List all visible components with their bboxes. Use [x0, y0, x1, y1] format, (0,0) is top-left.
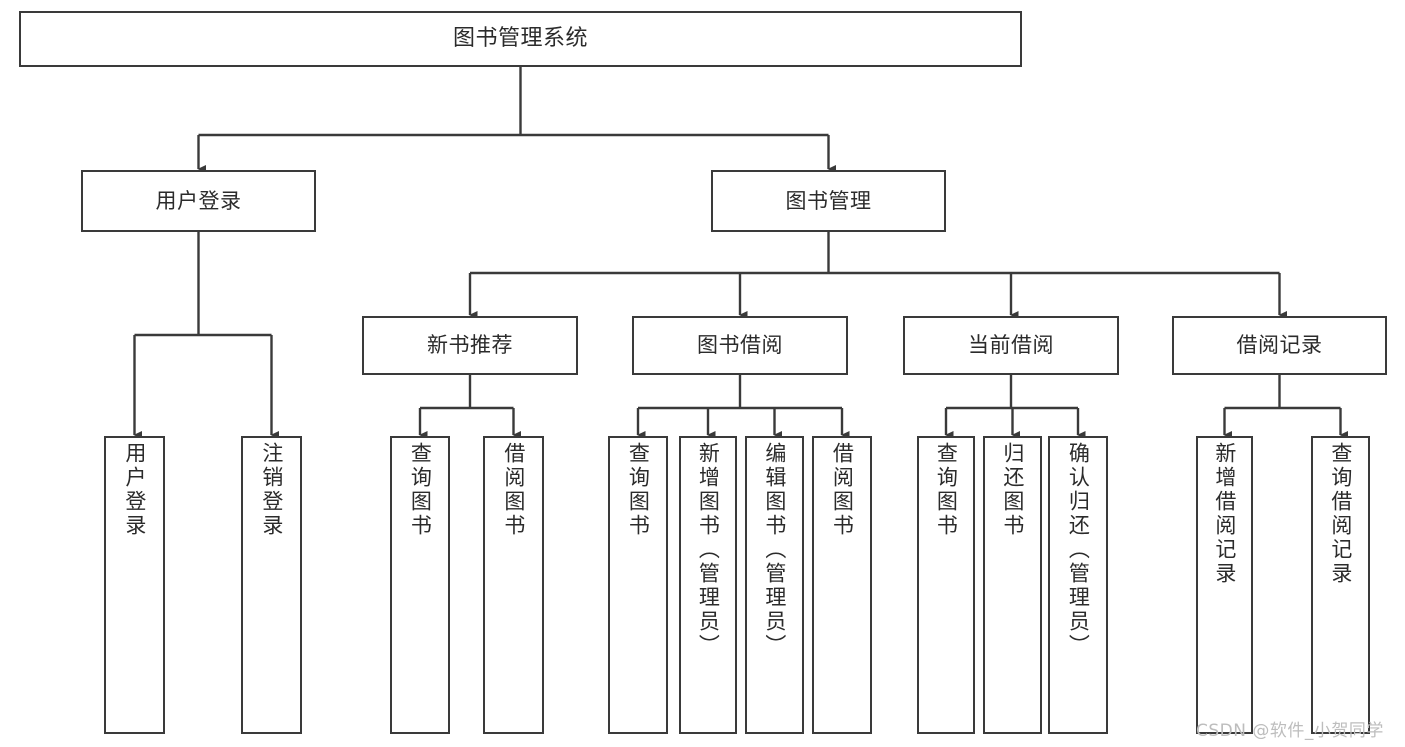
node-leaf-bor-4: 借阅图书 — [812, 436, 872, 734]
node-leaf-rec-1: 新增借阅记录 — [1196, 436, 1253, 734]
node-leaf-rec-2: 查询借阅记录 — [1311, 436, 1370, 734]
node-label: 借阅图书 — [830, 442, 855, 538]
node-label: 借阅记录 — [1236, 333, 1323, 358]
node-leaf-cur-2: 归还图书 — [983, 436, 1042, 734]
node-label: 查询图书 — [934, 442, 959, 538]
node-leaf-cur-1: 查询图书 — [917, 436, 975, 734]
edges — [133, 67, 1349, 440]
node-root: 图书管理系统 — [19, 11, 1022, 67]
node-login: 用户登录 — [81, 170, 316, 232]
node-records: 借阅记录 — [1172, 316, 1387, 375]
node-bookmgmt: 图书管理 — [711, 170, 946, 232]
node-leaf-login-1: 用户登录 — [104, 436, 165, 734]
node-leaf-cur-3: 确认归还（管理员） — [1048, 436, 1108, 734]
node-label: 查询图书 — [626, 442, 651, 538]
node-leaf-bor-2: 新增图书（管理员） — [679, 436, 737, 734]
csdn-watermark: CSDN @软件_小贺同学 — [1196, 721, 1384, 741]
node-label: 新书推荐 — [427, 333, 513, 358]
node-label: 确认归还（管理员） — [1066, 442, 1091, 658]
node-label: 新增借阅记录 — [1212, 442, 1237, 586]
node-label: 图书借阅 — [697, 333, 783, 358]
node-label: 用户登录 — [122, 442, 147, 538]
node-leaf-bor-3: 编辑图书（管理员） — [745, 436, 804, 734]
node-label: 编辑图书（管理员） — [762, 442, 787, 658]
node-label: 查询借阅记录 — [1328, 442, 1353, 586]
node-label: 用户登录 — [155, 188, 242, 213]
node-label: 当前借阅 — [968, 333, 1054, 358]
node-current: 当前借阅 — [903, 316, 1119, 375]
node-label: 图书管理系统 — [452, 26, 588, 52]
node-label: 图书管理 — [785, 188, 872, 213]
node-label: 查询图书 — [408, 442, 433, 538]
node-label: 借阅图书 — [501, 442, 526, 538]
node-label: 新增图书（管理员） — [696, 442, 721, 658]
node-leaf-new-2: 借阅图书 — [483, 436, 544, 734]
node-leaf-login-2: 注销登录 — [241, 436, 302, 734]
node-label: 归还图书 — [1000, 442, 1025, 538]
node-borrow: 图书借阅 — [632, 316, 848, 375]
node-leaf-bor-1: 查询图书 — [608, 436, 668, 734]
node-leaf-new-1: 查询图书 — [390, 436, 450, 734]
node-label: 注销登录 — [259, 442, 284, 538]
node-newbook: 新书推荐 — [362, 316, 578, 375]
